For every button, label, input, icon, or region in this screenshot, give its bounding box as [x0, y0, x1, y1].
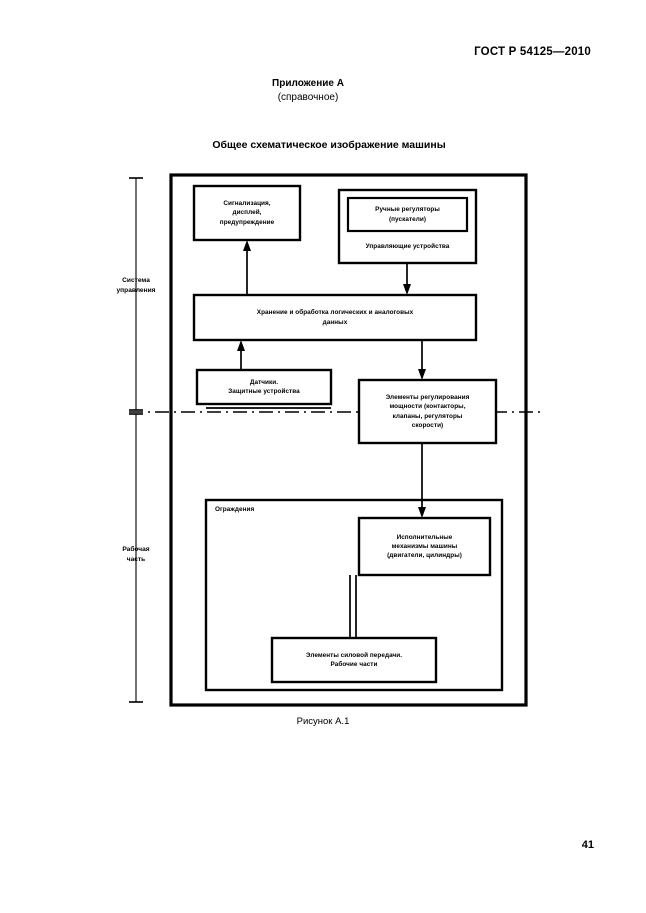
box-sensors	[195, 368, 333, 406]
arrowhead-actuators	[418, 507, 426, 518]
box-actuators	[357, 516, 492, 577]
page-number: 41	[581, 839, 594, 851]
appendix-title: Приложение А	[272, 78, 344, 89]
machine-outline	[169, 173, 528, 707]
box-power-transmission	[270, 636, 438, 684]
standard-header: ГОСТ Р 54125—2010	[474, 46, 591, 58]
box-power-regulation	[357, 378, 498, 445]
arrowhead-processing-bottom	[237, 340, 245, 351]
arrowhead-power-regulation	[418, 369, 426, 380]
box-signalling	[192, 184, 302, 242]
appendix-subtitle: (справочное)	[277, 92, 339, 103]
box-manual-controls	[346, 196, 469, 233]
figure-caption: Рисунок А.1	[296, 716, 350, 727]
box-logic-processing	[192, 293, 478, 342]
arrowhead-processing-top	[403, 284, 411, 295]
appendix-heading: Приложение А (справочное)	[0, 78, 646, 103]
arrowhead-signalling	[243, 240, 251, 251]
figure-title: Общее схематическое изображение машины	[212, 139, 446, 151]
